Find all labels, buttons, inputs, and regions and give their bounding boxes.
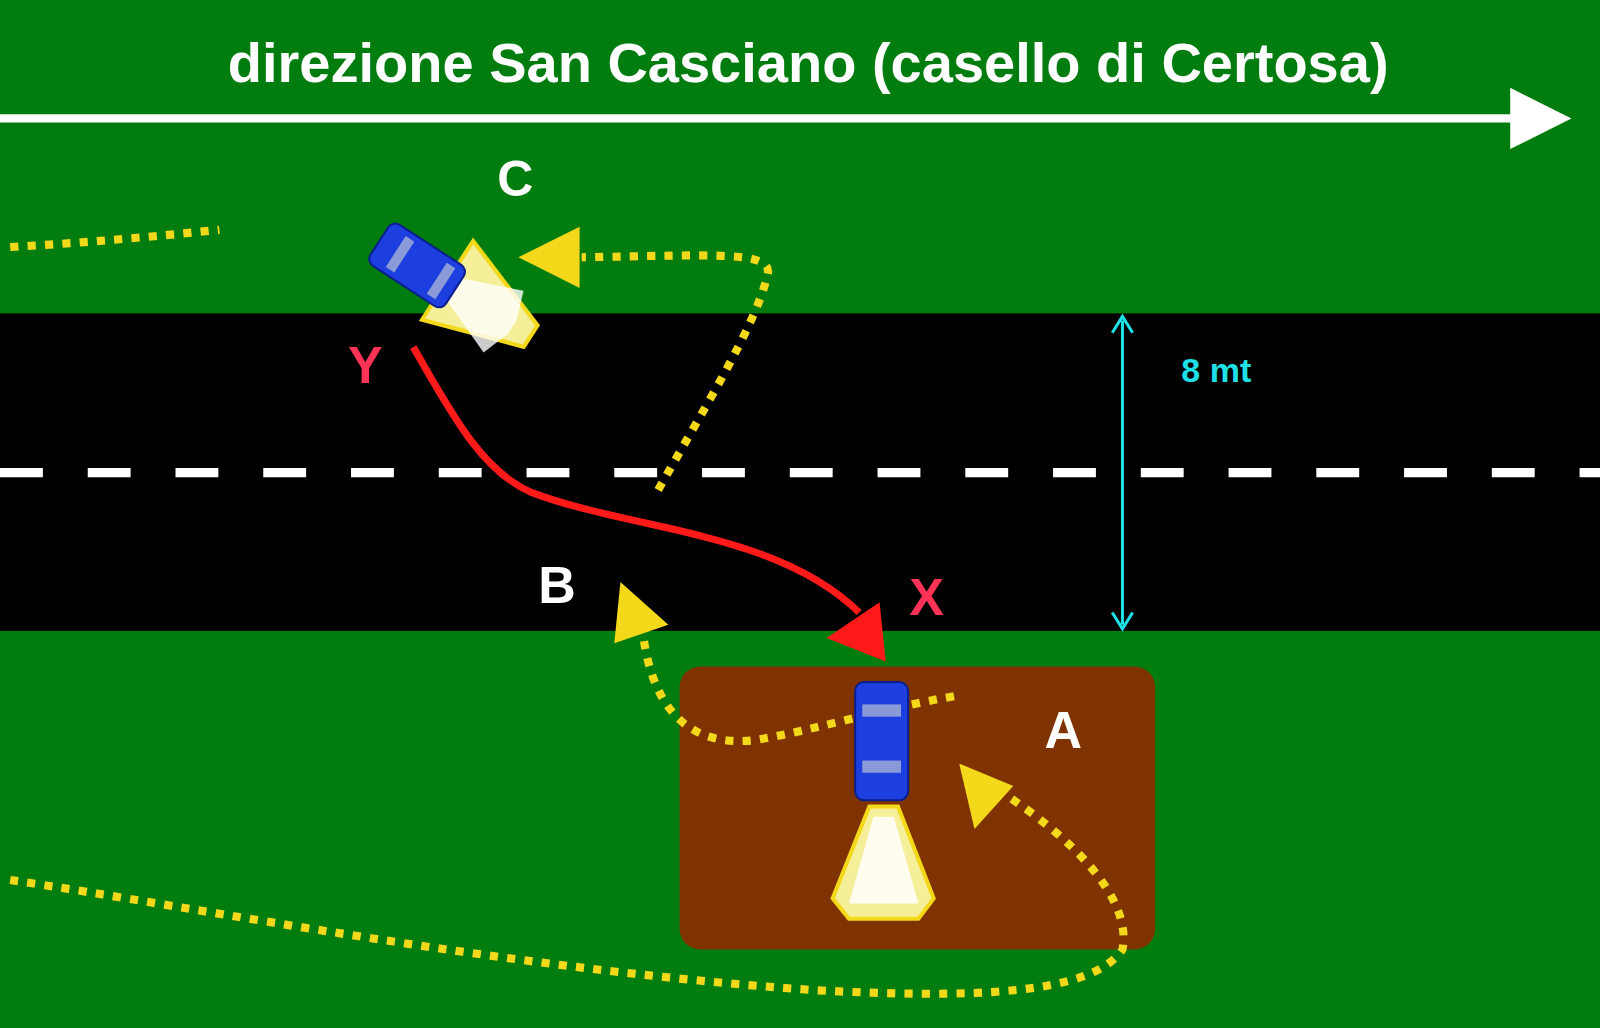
vehicle-label: C — [497, 154, 533, 204]
direction-line — [0, 114, 1531, 122]
vehicle-label: B — [538, 559, 576, 611]
area-label: A — [1044, 704, 1082, 756]
point-label: X — [909, 571, 944, 623]
arrowhead — [959, 764, 1013, 829]
dimension-tick — [1112, 316, 1132, 332]
dimension-tick — [1112, 613, 1132, 629]
parking-area — [680, 667, 1156, 950]
center-line — [0, 468, 1600, 477]
direction-text: direzione San Casciano (casello di Certo… — [228, 35, 1389, 91]
dimension-label: 8 mt — [1181, 353, 1251, 387]
trajectory-head — [827, 602, 886, 661]
vehicle-paths — [10, 230, 1123, 994]
point-label: Y — [348, 339, 383, 391]
area-region: A — [680, 667, 1156, 950]
road — [0, 313, 1600, 630]
arrowhead — [518, 227, 579, 288]
car-c — [356, 198, 557, 374]
arrowhead — [614, 582, 668, 643]
car-a — [833, 682, 934, 919]
trajectory — [413, 347, 859, 612]
direction-head — [1510, 88, 1571, 149]
dimension-line — [1121, 321, 1124, 625]
